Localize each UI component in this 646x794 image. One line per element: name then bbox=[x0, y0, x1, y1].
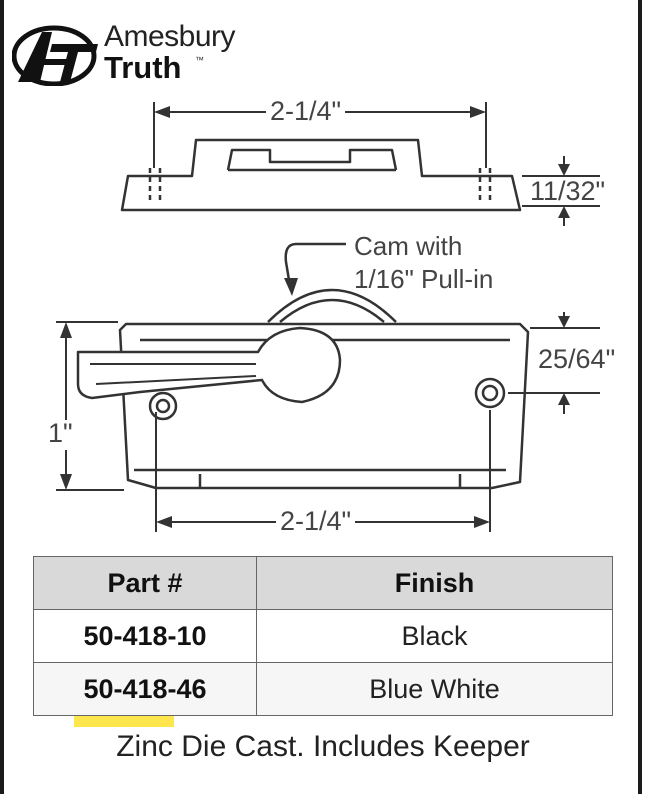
keeper-height-label: 11/32" bbox=[528, 176, 608, 206]
finish-cell: Black bbox=[256, 609, 613, 663]
brand-name-bottom: Truth bbox=[104, 50, 182, 85]
keeper-width-label: 2-1/4" bbox=[266, 98, 346, 125]
lock-height-label: 1" bbox=[46, 418, 75, 448]
header-part-number: Part # bbox=[33, 556, 257, 610]
brand-name-top: Amesbury bbox=[104, 20, 236, 53]
table-row: 50-418-46 Blue White bbox=[33, 662, 613, 716]
parts-table: Part # Finish 50-418-10 Black 50-418-46 … bbox=[33, 556, 613, 716]
sash-lock-handle bbox=[76, 326, 342, 404]
amesbury-truth-logo-icon bbox=[12, 25, 98, 86]
cam-callout-arrow bbox=[284, 242, 346, 287]
lock-height-dimension bbox=[56, 321, 124, 491]
sash-lock-drawing bbox=[56, 102, 600, 532]
page-border-right bbox=[638, 0, 642, 794]
finish-cell: Blue White bbox=[256, 662, 613, 716]
table-row: 50-418-10 Black bbox=[33, 609, 613, 663]
part-number-cell: 50-418-10 bbox=[33, 609, 257, 663]
table-header-row: Part # Finish bbox=[33, 556, 613, 610]
part-number-cell: 50-418-46 bbox=[33, 662, 257, 716]
header-finish: Finish bbox=[256, 556, 613, 610]
material-note: Zinc Die Cast. Includes Keeper bbox=[116, 730, 530, 763]
hole-offset-label: 25/64" bbox=[536, 344, 618, 374]
keeper-drawing bbox=[120, 138, 522, 212]
trademark-symbol: ™ bbox=[195, 55, 204, 65]
page-border-left bbox=[0, 0, 4, 794]
cam-callout: Cam with 1/16" Pull-in bbox=[354, 230, 493, 295]
lock-width-label: 2-1/4" bbox=[276, 508, 356, 535]
cam-callout-line-2: 1/16" Pull-in bbox=[354, 263, 494, 294]
cam-callout-line-1: Cam with bbox=[354, 231, 463, 261]
